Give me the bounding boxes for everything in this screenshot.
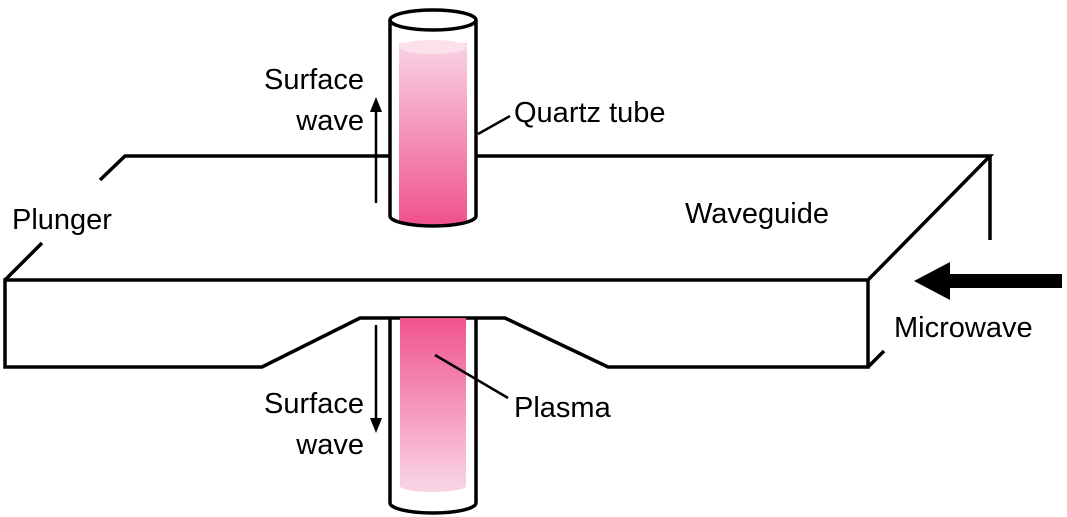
quartz-tube-upper	[388, 8, 478, 228]
microwave-arrow	[914, 262, 1062, 300]
quartz-tube-upper-rim	[388, 8, 478, 32]
arrow-down-icon	[370, 418, 382, 433]
waveguide-top-face-left	[98, 154, 390, 182]
quartz-tube-lower	[388, 318, 478, 515]
quartz-tube-upper-outline	[388, 20, 478, 228]
quartz-tube-lower-outline	[388, 318, 478, 515]
arrow-up-icon	[370, 97, 382, 112]
plasma-label: Plasma	[514, 392, 612, 424]
plasma-lower-end	[400, 480, 466, 492]
surface-wave-bottom-label-line1: Surface	[264, 388, 364, 420]
waveguide-right-bottom-edge	[866, 349, 886, 369]
surface-wave-arrow-up	[370, 97, 382, 203]
plasma-column-upper	[399, 43, 467, 223]
surface-wave-top-label-line1: Surface	[264, 64, 364, 96]
waveguide-left-edge	[3, 241, 44, 282]
arrow-left-icon	[914, 262, 950, 300]
quartz-tube-leader-line	[477, 114, 511, 136]
quartz-tube-label: Quartz tube	[514, 97, 666, 129]
plasma-column-lower	[400, 318, 466, 486]
surface-wave-top-label-line2: wave	[295, 105, 364, 137]
plasma-top-surface	[399, 40, 467, 54]
waveguide	[3, 154, 995, 369]
plasma-leader-line	[434, 353, 509, 400]
microwave-label: Microwave	[894, 312, 1033, 344]
surface-wave-arrow-down	[370, 325, 382, 433]
waveguide-front-face	[3, 278, 870, 369]
plunger-label: Plunger	[12, 204, 112, 236]
waveguide-label: Waveguide	[685, 198, 829, 230]
surface-wave-bottom-label-line2: wave	[295, 429, 364, 461]
